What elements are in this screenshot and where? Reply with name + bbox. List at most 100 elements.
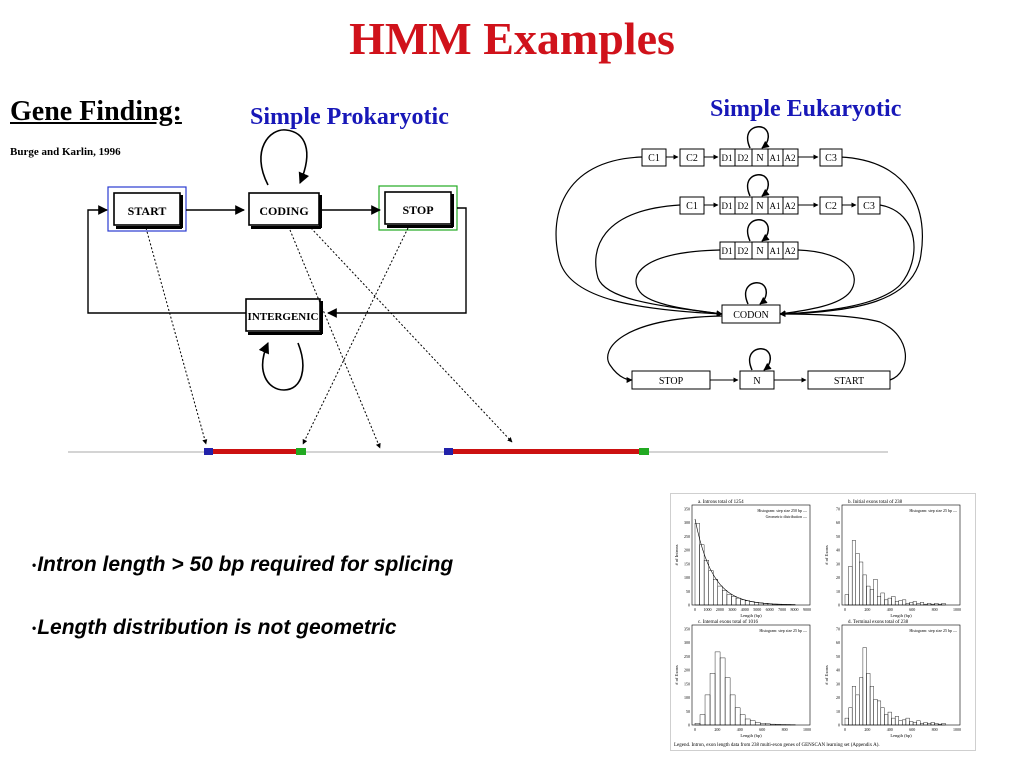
histogram-bar [902,599,907,606]
y-tick-label: 0 [688,603,690,608]
prokaryotic-diagram: START CODING STOP INTERGENIC [87,129,513,449]
y-tick-label: 150 [684,561,690,566]
start-state [113,192,181,226]
x-tick-label: 600 [759,727,765,732]
start-mapping-line [145,227,208,445]
y-tick-label: 0 [838,723,840,728]
y-tick-label: 350 [684,627,690,632]
gene-2-exon [453,449,639,454]
stop-label: STOP [659,376,684,387]
state-label: C3 [825,153,837,164]
x-tick-label: 1000 [953,727,961,732]
x-axis-label: Length (bp) [740,613,762,618]
gene-2-stop-marker [639,448,649,455]
x-tick-label: 0 [844,727,846,732]
x-tick-label: 0 [694,727,696,732]
y-tick-label: 0 [838,603,840,608]
n-self-loop [746,174,770,197]
loop-line [779,249,855,317]
coding-mapping-line [289,229,381,449]
state-label: D2 [738,153,749,163]
n-self-loop [746,219,770,242]
gene-1-exon [213,449,296,454]
histogram-bar [891,596,896,606]
x-tick-label: 400 [887,727,893,732]
state-label: C1 [648,153,660,164]
y-tick-label: 40 [836,548,840,553]
state-label: A2 [785,201,796,211]
state-label: A2 [785,246,796,256]
y-tick-label: 200 [684,668,690,673]
histogram-legend: Histogram: step size 25 bp — [909,628,958,633]
y-tick-label: 50 [686,589,690,594]
histogram-panel: c. Internal exons total of 1016Histogram… [674,620,811,738]
y-axis-label: # of Exons [674,665,679,685]
stop-to-intergenic-arrow [327,207,467,318]
eukaryotic-row-3: D1 D2 N A1 A2 [719,219,799,260]
n-self-loop [746,126,770,149]
state-label: C2 [686,153,698,164]
histogram-bar [880,592,885,606]
bullet-text: Intron length > 50 bp required for splic… [37,553,454,576]
y-axis-label: # of Exons [824,545,829,565]
y-tick-label: 30 [836,681,840,686]
eukaryotic-row-2: C1 D1 D2 N A1 A2 C2 C3 [679,174,881,215]
start-label: START [834,376,864,387]
y-tick-label: 10 [836,709,840,714]
slide-title: HMM Examples [349,13,675,64]
histogram-panel: b. Initial exons total of 238Histogram: … [824,500,961,618]
bullet-dot-icon: • [32,558,37,573]
bullet-item: •Intron length > 50 bp required for spli… [32,553,453,577]
state-label: D1 [722,153,733,163]
x-tick-label: 200 [714,727,720,732]
state-label: D2 [738,246,749,256]
codon-state [721,304,781,324]
y-tick-label: 70 [836,507,840,512]
x-tick-label: 600 [909,727,915,732]
histogram-panel: d. Terminal exons total of 238Histogram:… [824,620,961,738]
x-tick-label: 1000 [803,727,811,732]
x-axis-label: Length (bp) [890,613,912,618]
intergenic-state [245,298,321,332]
citation: Burge and Karlin, 1996 [10,146,121,158]
y-tick-label: 200 [684,548,690,553]
histogram-frame [670,493,976,751]
y-tick-label: 350 [684,507,690,512]
x-axis-label: Length (bp) [740,733,762,738]
y-axis-label: # of Introns [674,544,679,565]
y-tick-label: 300 [684,520,690,525]
histogram-bar [941,603,946,606]
x-tick-label: 1000 [703,607,711,612]
start-state [807,370,891,390]
histogram-bar [920,602,925,606]
x-tick-label: 1000 [953,607,961,612]
gene-2-start-marker [444,448,453,455]
eukaryotic-title: Simple Eukaryotic [710,96,902,122]
codon-label: CODON [733,310,769,321]
y-tick-label: 50 [836,534,840,539]
bullet-text: Length distribution is not geometric [37,616,397,639]
stop-mapping-line [302,227,409,445]
coding-state [248,192,320,226]
y-tick-label: 100 [684,695,690,700]
loop-line [779,311,906,381]
y-tick-label: 20 [836,695,840,700]
coding-self-loop [260,129,310,186]
state-label: A1 [770,153,781,163]
x-tick-label: 400 [887,607,893,612]
bullet-dot-icon: • [32,621,37,636]
n-label: N [753,376,760,387]
intergenic-self-loop [258,341,304,391]
x-tick-label: 9000 [803,607,811,612]
x-tick-label: 5000 [753,607,761,612]
x-tick-label: 200 [864,727,870,732]
geometric-curve [694,518,796,605]
bullet-item: •Length distribution is not geometric [32,616,397,640]
codon-self-loop [744,282,768,305]
x-tick-label: 800 [782,727,788,732]
coding-state-label: CODING [259,204,308,218]
sequence-strip [68,448,888,455]
state-label: A2 [785,153,796,163]
